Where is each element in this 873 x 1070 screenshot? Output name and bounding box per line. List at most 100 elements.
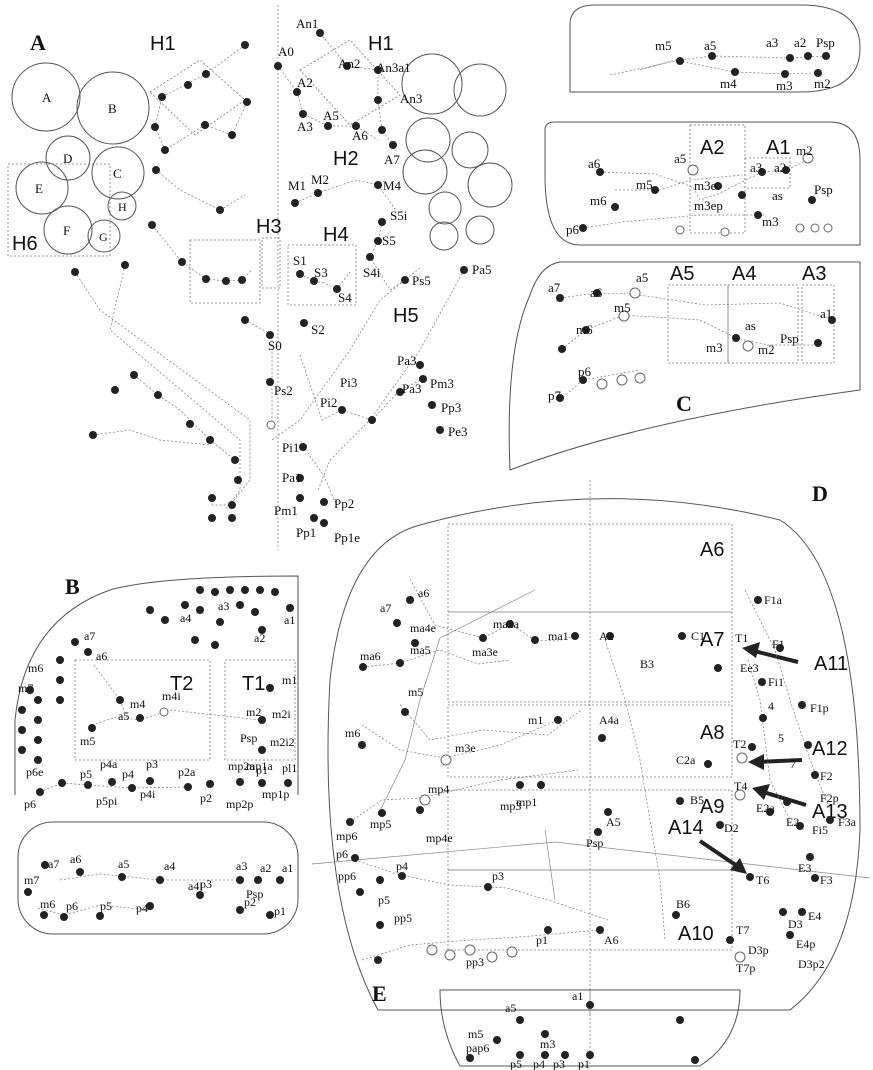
- region-box-a5: [667, 284, 729, 364]
- seta-label: a4: [164, 859, 175, 873]
- seta-label: m5: [636, 177, 653, 192]
- region-box-h1-right: [299, 39, 401, 126]
- seta-label: E3: [798, 861, 811, 875]
- seta-label: m6: [590, 193, 607, 208]
- seta-label: p4: [136, 901, 148, 915]
- seta-label: p1: [274, 904, 286, 918]
- seta-label: p4: [533, 1057, 545, 1070]
- panel-c-outline-3: [508, 261, 861, 471]
- seta-label: T4: [734, 779, 747, 793]
- seta-label: T7: [736, 923, 749, 937]
- seta-label: p6: [566, 222, 580, 237]
- seta-label: D3: [788, 917, 803, 931]
- panel-label-e: E: [372, 981, 387, 1006]
- setae-b: [18, 586, 294, 921]
- seta-label: p1: [256, 763, 268, 777]
- seta-label: F1p: [810, 701, 829, 715]
- arrow-head-a14: [730, 858, 747, 874]
- seta-connections-c: [559, 55, 833, 401]
- seta-label: p3: [492, 869, 504, 883]
- seta-label: a3: [766, 35, 778, 50]
- eye-patch-right-6: [467, 162, 513, 208]
- panel-label-c: C: [676, 391, 692, 416]
- seta-label: mp6: [336, 829, 357, 843]
- seta-label: S3: [314, 265, 328, 280]
- seta-label: M2: [311, 172, 329, 187]
- region-label-a3: A3: [802, 263, 826, 285]
- seta-label: T7p: [736, 961, 755, 975]
- seta-label: E2: [786, 815, 799, 829]
- region-label-a9: A9: [700, 796, 724, 818]
- setae-d: [346, 596, 834, 964]
- eye-patch-right-9: [465, 215, 495, 245]
- setae-e: [466, 1001, 699, 1064]
- seta-label: m1: [528, 713, 543, 727]
- seta-label: a7: [48, 857, 59, 871]
- panel-c-outline-1: [569, 4, 861, 93]
- seta-label: as: [772, 188, 783, 203]
- seta-label: as: [745, 318, 756, 333]
- region-label-t2: T2: [170, 673, 193, 695]
- eye-patch-right-3: [405, 117, 451, 163]
- region-label-a10: A10: [678, 923, 714, 945]
- arrow-head-a12: [748, 754, 764, 770]
- seta-label: m5: [614, 300, 631, 315]
- seta-label: F2: [820, 769, 833, 783]
- region-box-h3: [261, 237, 281, 289]
- seta-label: a5: [118, 709, 129, 723]
- eye-patch-right-4: [402, 149, 448, 195]
- seta-label: Psp: [240, 731, 257, 745]
- region-box-h6: [7, 163, 111, 257]
- eye-patch-f: [43, 205, 93, 255]
- seta-label: Pa3: [397, 353, 417, 368]
- seta-label: m1: [282, 673, 297, 687]
- seta-label: m6: [40, 897, 55, 911]
- seta-label: p4: [122, 767, 134, 781]
- seta-label: mp1p: [262, 787, 289, 801]
- seta-labels-a: An1 An2 An3a1 An3 A0 A2 A3 A5 A6 A7 M1 M…: [268, 16, 492, 545]
- seta-label: Pp3: [441, 400, 461, 415]
- seta-label: Psp: [814, 182, 833, 197]
- seta-label: p2a: [178, 765, 196, 779]
- seta-label: F3: [820, 873, 833, 887]
- seta-label: F1: [772, 637, 785, 651]
- region-label-a7: A7: [700, 629, 724, 651]
- seta-label: m3e: [694, 178, 717, 193]
- region-box-a8: [447, 704, 733, 778]
- setae-c: [556, 52, 836, 402]
- seta-label: pp5: [394, 911, 412, 925]
- seta-label: pl1: [282, 761, 297, 775]
- seta-label: Pa5: [472, 262, 492, 277]
- seta-label: Pi3: [340, 375, 357, 390]
- seta-label: ma3e: [472, 645, 498, 659]
- seta-label: a2: [254, 631, 265, 645]
- seta-label: F3a: [838, 815, 857, 829]
- seta-label: a5: [674, 151, 686, 166]
- eye-patch-c: [91, 146, 145, 200]
- seta-label: ma4e: [410, 621, 436, 635]
- seta-label: p5pi: [96, 794, 118, 808]
- seta-label: Pp1: [296, 525, 316, 540]
- arrow-a11: [749, 648, 799, 664]
- seta-label: a6: [70, 852, 81, 866]
- eye-patch-b: [76, 71, 150, 145]
- seta-label: m2: [246, 705, 261, 719]
- seta-label: a3: [236, 859, 247, 873]
- region-label-h2: H2: [333, 148, 359, 170]
- eye-patch-g: [87, 219, 121, 253]
- seta-label: An1: [296, 16, 318, 31]
- panel-d-outline: [327, 498, 861, 1011]
- region-box-t2: [74, 659, 211, 761]
- seta-label: A5: [323, 108, 339, 123]
- seta-label: T6: [756, 873, 769, 887]
- eye-patch-label: B: [108, 101, 117, 116]
- seta-label: p3: [200, 877, 212, 891]
- seta-label: mp4e: [426, 831, 453, 845]
- eye-patch-label: G: [99, 230, 108, 244]
- seta-label: pap6: [466, 1041, 489, 1055]
- seta-label: a1: [572, 989, 583, 1003]
- seta-label: M1: [288, 178, 306, 193]
- seta-label: a6: [418, 586, 429, 600]
- seta-label: M4: [383, 178, 402, 193]
- eye-patch-label: D: [63, 151, 72, 166]
